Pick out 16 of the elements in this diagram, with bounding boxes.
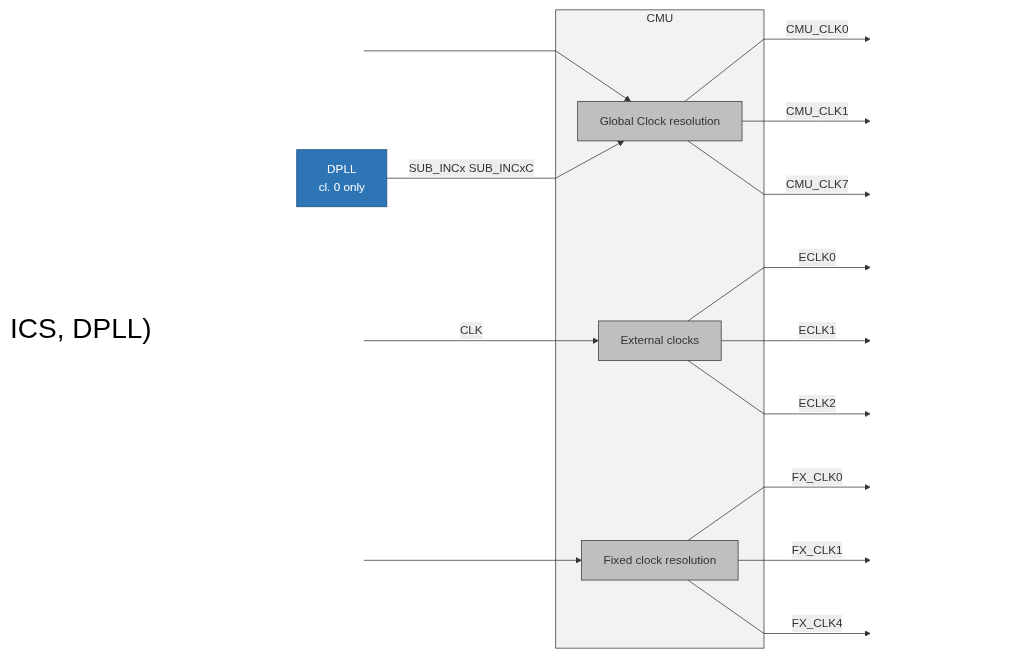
edge-label: CMU_CLK7 bbox=[785, 176, 849, 190]
edge-label: CMU_CLK0 bbox=[785, 21, 849, 35]
edge-label: FX_CLK0 bbox=[791, 469, 843, 483]
edge-label: CLK bbox=[459, 323, 483, 336]
edge-label: ECLK0 bbox=[798, 250, 836, 263]
node-box: Fixed clock resolution bbox=[581, 539, 739, 580]
edge-label: FX_CLK1 bbox=[791, 542, 843, 556]
edge-label: CMU_CLK1 bbox=[785, 103, 849, 117]
edge-label: ECLK1 bbox=[798, 323, 836, 336]
edge-label: FX_CLK4 bbox=[791, 616, 843, 629]
edge-label: ECLK2 bbox=[798, 396, 836, 410]
node-box: DPLL cl. 0 only bbox=[296, 148, 388, 207]
node-box: External clocks bbox=[598, 320, 722, 361]
node-box: Global Clock resolution bbox=[577, 100, 743, 141]
edge-label: SUB_INCx SUB_INCxC bbox=[408, 160, 534, 174]
note-text: ICS, DPLL) bbox=[10, 312, 153, 345]
